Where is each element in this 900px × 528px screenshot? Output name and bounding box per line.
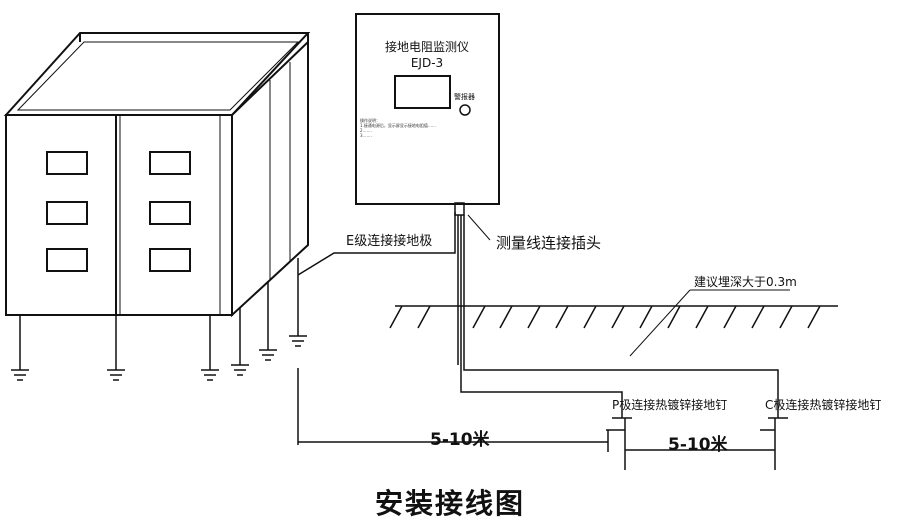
indicator-label: 警报器 <box>454 93 475 101</box>
device-model: EJD-3 <box>410 56 444 70</box>
cabinet-window <box>46 151 88 175</box>
dimension-pc: 5-10米 <box>668 435 728 455</box>
cabinet-window <box>46 201 88 225</box>
dimension-ep: 5-10米 <box>430 430 490 450</box>
connector-label: 测量线连接插头 <box>496 234 602 252</box>
e-pole-label: E级连接接地极 <box>346 234 433 249</box>
device-display <box>394 75 451 109</box>
diagram-caption: 安装接线图 <box>374 487 525 520</box>
dimension-lines <box>297 368 775 452</box>
device-notes: 操作说明： 1.接通电源后，显示屏显示接地电阻值…… 2.…… 3.…… <box>360 118 436 138</box>
cabinet-window <box>149 151 191 175</box>
connector-plug-icon <box>454 202 465 216</box>
soil-surface <box>389 289 838 357</box>
indicator-light-icon <box>459 104 471 116</box>
measurement-wires <box>297 212 779 418</box>
device-name: 接地电阻监测仪 <box>384 40 469 54</box>
ground-spikes <box>606 417 788 470</box>
p-pole-label: P极连接热镀锌接地钉 <box>612 398 728 412</box>
ground-symbols <box>11 258 307 381</box>
depth-label: 建议埋深大于0.3m <box>694 275 797 289</box>
cabinet-window <box>149 201 191 225</box>
device <box>355 13 500 216</box>
c-pole-label: C极连接热镀锌接地钉 <box>765 398 882 412</box>
cabinet-window <box>149 248 191 272</box>
cabinet <box>3 32 311 318</box>
cabinet-window <box>46 248 88 272</box>
